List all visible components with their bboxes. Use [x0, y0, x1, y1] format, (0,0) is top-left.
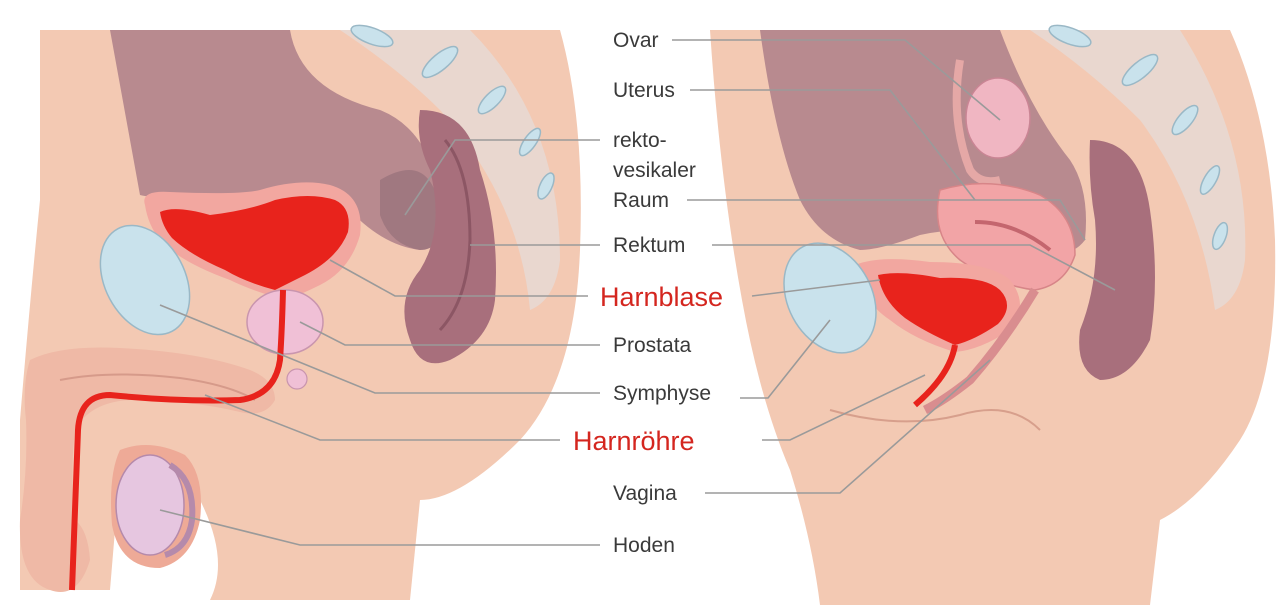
label-rektum: Rektum: [613, 234, 685, 257]
label-hoden: Hoden: [613, 534, 675, 557]
labels: Ovar Uterus rekto- vesikaler Raum Rektum…: [573, 29, 723, 557]
male-seminal-gland: [287, 369, 307, 389]
label-harnblase: Harnblase: [600, 282, 723, 312]
label-harnroehre: Harnröhre: [573, 426, 695, 456]
label-symphyse: Symphyse: [613, 382, 711, 405]
male-pelvis-section: [20, 21, 581, 600]
label-vagina: Vagina: [613, 482, 677, 505]
label-uterus: Uterus: [613, 79, 675, 102]
label-rektovesikaler-1: rekto-: [613, 129, 667, 152]
label-rektovesikaler-2: vesikaler: [613, 159, 696, 182]
female-pelvis-section: [710, 21, 1275, 605]
label-ovar: Ovar: [613, 29, 659, 52]
label-raum: Raum: [613, 189, 669, 212]
label-prostata: Prostata: [613, 334, 692, 357]
